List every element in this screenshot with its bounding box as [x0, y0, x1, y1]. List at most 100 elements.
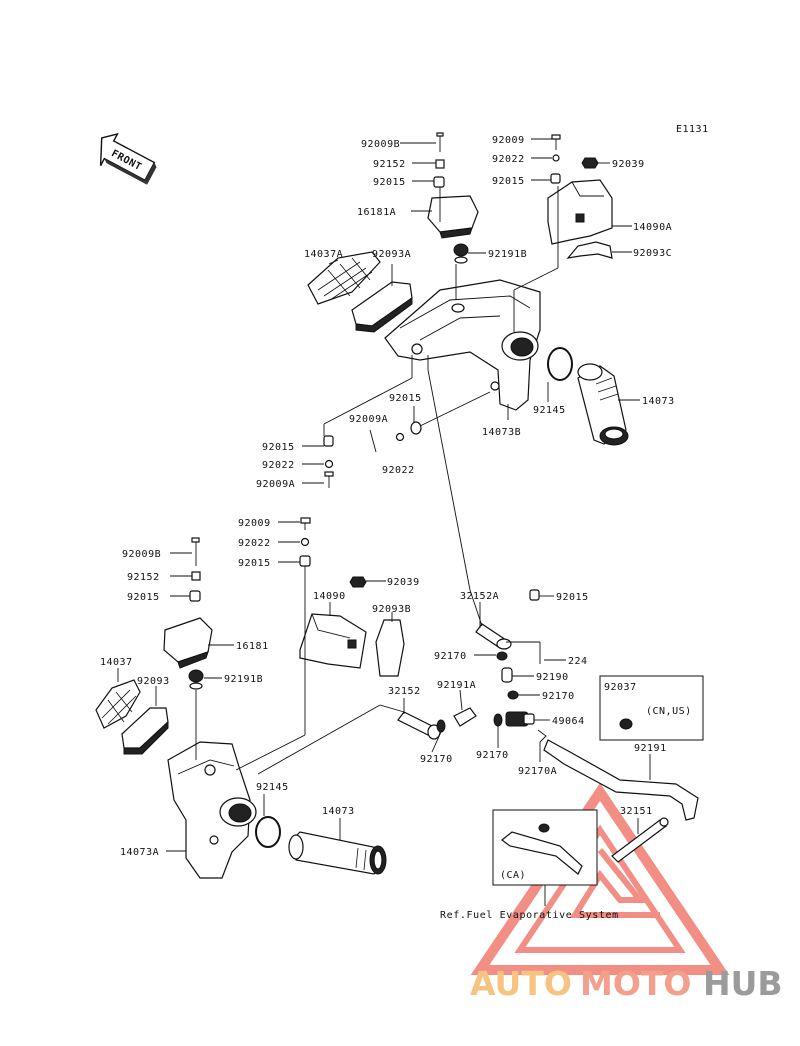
washer-92022-top-icon	[552, 154, 560, 162]
air-element-14037a-icon	[307, 251, 381, 305]
region-box-ca: (CA)	[492, 809, 598, 886]
diagram-code: E1131	[676, 124, 709, 135]
air-duct-14073a-icon	[167, 741, 257, 879]
grommet-92191b-icon	[453, 243, 469, 264]
nut-92039-top-icon	[581, 157, 599, 169]
collar-92152-low-icon	[191, 571, 201, 581]
hose-14073-top-icon	[577, 363, 629, 446]
label-92039-top: 92039	[612, 159, 645, 170]
label-224: 224	[568, 656, 588, 667]
label-16181: 16181	[236, 641, 269, 652]
label-16181a: 16181A	[357, 207, 396, 218]
label-14073-low: 14073	[322, 806, 355, 817]
label-14090: 14090	[313, 591, 346, 602]
label-92015-left: 92015	[262, 442, 295, 453]
label-92191b: 92191B	[488, 249, 527, 260]
washer-92022-left-icon	[324, 459, 334, 469]
grommet-92015-top2-icon	[550, 173, 561, 184]
watermark-logo: AUTO MOTO HUB	[470, 783, 783, 1003]
pipe-32152a-icon	[475, 623, 512, 650]
duct-cover-14090-icon	[299, 613, 367, 669]
label-14073b: 14073B	[482, 427, 521, 438]
grommet-92015-top-icon	[433, 176, 445, 188]
label-32152a: 32152A	[460, 591, 499, 602]
label-92093b: 92093B	[372, 604, 411, 615]
bolt-92009b-top-icon	[436, 132, 444, 152]
washer-92022-mid-icon	[395, 432, 405, 442]
label-92152-low: 92152	[127, 572, 160, 583]
label-92093a: 92093A	[372, 249, 411, 260]
nut-92039-low-icon	[349, 576, 367, 588]
front-arrow-icon: FRONT	[99, 132, 157, 185]
label-92015-mid: 92015	[389, 393, 422, 404]
label-92145-low: 92145	[256, 782, 289, 793]
o-ring-92145-top-icon	[547, 347, 573, 381]
label-32151: 32151	[620, 806, 653, 817]
air-duct-14073b-icon	[384, 279, 541, 411]
watermark-hub: HUB	[703, 964, 783, 1003]
label-92152-top: 92152	[373, 159, 406, 170]
label-92190: 92190	[536, 672, 569, 683]
grommet-92015-r-icon	[529, 589, 540, 601]
cover-16181-icon	[163, 617, 213, 669]
label-92015-top2: 92015	[492, 176, 525, 187]
label-92170-a: 92170	[434, 651, 467, 662]
seal-92093-icon	[121, 707, 169, 755]
label-92022-mid: 92022	[382, 465, 415, 476]
label-92170-c: 92170	[420, 754, 453, 765]
label-92015-r: 92015	[556, 592, 589, 603]
label-92009-top: 92009	[492, 135, 525, 146]
air-element-14037-icon	[95, 679, 141, 729]
grommet-92015-low-icon	[299, 555, 311, 567]
hose-92191-icon	[543, 739, 699, 821]
cover-16181a-icon	[427, 195, 479, 239]
pipe-32152-icon	[397, 711, 441, 740]
label-14037a: 14037A	[304, 249, 343, 260]
label-92015-low2: 92015	[127, 592, 160, 603]
label-92170-d: 92170	[476, 750, 509, 761]
label-92009a-mid: 92009A	[349, 414, 388, 425]
label-92191: 92191	[634, 743, 667, 754]
label-92009-low: 92009	[238, 518, 271, 529]
watermark-moto: MOTO	[580, 964, 691, 1003]
grommet-92015-mid-icon	[410, 421, 422, 435]
hose-14073-low-icon	[288, 831, 387, 875]
ref-fuel-note: Ref.Fuel Evaporative System	[440, 910, 619, 921]
collar-92152-top-icon	[435, 159, 445, 169]
clamp-92037-icon	[619, 718, 633, 730]
bolt-92009-top-icon	[551, 134, 561, 150]
label-92170-b: 92170	[542, 691, 575, 702]
clamp-92170a-icon	[537, 729, 547, 743]
washer-92022-low-icon	[300, 537, 310, 547]
pipe-32151-icon	[611, 817, 669, 863]
label-32152: 32152	[388, 686, 421, 697]
o-ring-92145-low-icon	[255, 816, 281, 848]
watermark-auto: AUTO	[470, 964, 572, 1003]
label-92009b-low: 92009B	[122, 549, 161, 560]
clamp-92170-c-icon	[436, 719, 446, 733]
label-14073a: 14073A	[120, 847, 159, 858]
label-49064: 49064	[552, 716, 585, 727]
callout-labels: 92009B 92152 92015 16181A 92009 92022 92…	[100, 135, 674, 921]
clamp-92170-b-icon	[507, 690, 519, 700]
grommet-92191b-low-icon	[188, 669, 204, 690]
bolt-92009a-mid-icon	[369, 429, 377, 453]
seal-92093b-icon	[375, 619, 405, 677]
label-92022-left: 92022	[262, 460, 295, 471]
label-92022-low: 92022	[238, 538, 271, 549]
hose-92191a-icon	[453, 707, 477, 727]
bolt-92009b-low-icon	[191, 537, 200, 566]
seal-92093c-icon	[566, 241, 613, 259]
grommet-92015-low2-icon	[189, 590, 201, 602]
bolt-92009a-left-icon	[324, 471, 334, 488]
label-92093: 92093	[137, 676, 170, 687]
label-92009b-top: 92009B	[361, 139, 400, 150]
bolt-92009-low-icon	[300, 517, 311, 530]
pipe-92190-icon	[501, 667, 513, 683]
label-92093c: 92093C	[633, 248, 672, 259]
label-92037: 92037	[604, 682, 637, 693]
label-92039-low: 92039	[387, 577, 420, 588]
region-ca-label: (CA)	[500, 870, 526, 881]
clamp-92170-d-icon	[493, 713, 503, 727]
